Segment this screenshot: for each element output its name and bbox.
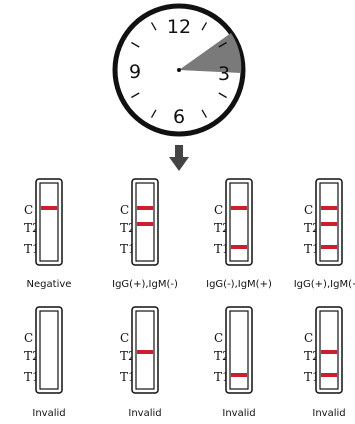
red-line-c bbox=[137, 206, 153, 210]
clock-numeral-9: 9 bbox=[129, 61, 141, 83]
line-label-c: C bbox=[214, 203, 223, 217]
strip-caption: Invalid bbox=[222, 408, 255, 419]
line-label-c: C bbox=[304, 203, 313, 217]
clock-numeral-6: 6 bbox=[173, 106, 185, 128]
red-line-t1 bbox=[321, 373, 337, 377]
line-label-c: C bbox=[24, 203, 33, 217]
strip-caption: Invalid bbox=[32, 408, 65, 419]
red-line-t2 bbox=[321, 350, 337, 354]
red-line-c bbox=[41, 206, 57, 210]
strip-caption: Invalid bbox=[312, 408, 345, 419]
clock: 12 3 6 9 bbox=[112, 3, 246, 137]
clock-tick bbox=[150, 22, 157, 31]
line-label-c: C bbox=[120, 203, 129, 217]
clock-tick bbox=[131, 41, 140, 48]
strip-window bbox=[229, 182, 249, 262]
red-line-t2 bbox=[321, 222, 337, 226]
red-line-t1 bbox=[231, 373, 247, 377]
strip-caption: IgG(-),IgM(+) bbox=[206, 279, 272, 290]
strip-window bbox=[39, 182, 59, 262]
strip-caption: IgG(+),IgM(+) bbox=[294, 279, 355, 290]
red-line-c bbox=[231, 206, 247, 210]
red-line-t1 bbox=[231, 245, 247, 249]
clock-tick bbox=[201, 109, 208, 118]
line-label-c: C bbox=[120, 331, 129, 345]
clock-tick bbox=[218, 92, 227, 99]
clock-center-dot bbox=[177, 68, 181, 72]
strip-window bbox=[229, 310, 249, 390]
clock-tick bbox=[201, 22, 208, 31]
clock-numeral-3: 3 bbox=[218, 63, 230, 85]
line-label-c: C bbox=[304, 331, 313, 345]
strip-caption: Negative bbox=[27, 279, 72, 290]
red-line-t1 bbox=[321, 245, 337, 249]
line-label-c: C bbox=[24, 331, 33, 345]
clock-tick bbox=[218, 41, 227, 48]
red-line-t2 bbox=[137, 350, 153, 354]
clock-tick bbox=[131, 92, 140, 99]
line-label-c: C bbox=[214, 331, 223, 345]
down-arrow-icon bbox=[169, 145, 189, 171]
strip-caption: IgG(+),IgM(-) bbox=[112, 279, 178, 290]
clock-tick bbox=[150, 109, 157, 118]
red-line-t2 bbox=[137, 222, 153, 226]
clock-ticks bbox=[131, 22, 227, 118]
strip-caption: Invalid bbox=[128, 408, 161, 419]
strip-window bbox=[39, 310, 59, 390]
red-line-c bbox=[321, 206, 337, 210]
clock-numeral-12: 12 bbox=[167, 16, 191, 38]
